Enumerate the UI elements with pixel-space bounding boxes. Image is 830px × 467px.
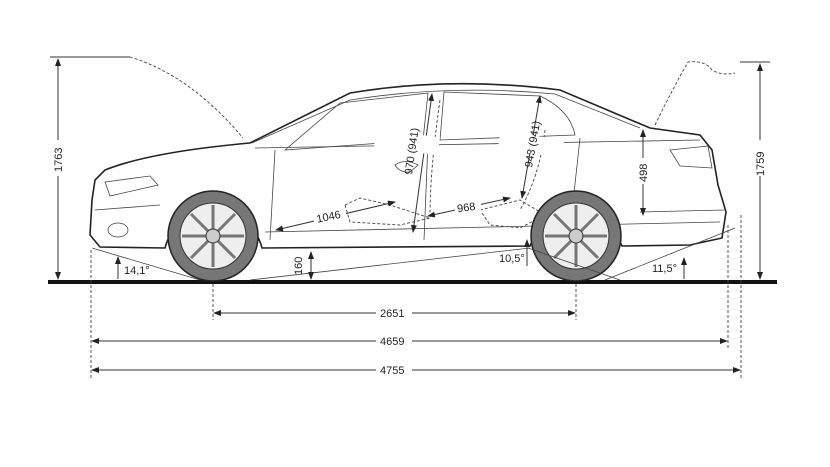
height-front-dimension: 1763 [50, 56, 130, 280]
hood-open-outline [129, 56, 244, 139]
ramp-angle-label: 10,5° [499, 253, 525, 265]
rear-wheel [530, 190, 622, 282]
wheelbase-label: 2651 [380, 308, 404, 320]
front-legroom-label: 1046 [315, 209, 341, 226]
trunk-height-label: 498 [638, 164, 650, 182]
overall-length-dimension: 4755 [91, 362, 741, 377]
approach-angle-label: 14,1° [124, 265, 150, 277]
body-length-label: 4659 [380, 336, 404, 348]
height-front-label: 1763 [53, 148, 65, 172]
height-rear-label: 1759 [755, 152, 767, 176]
front-wheel [167, 190, 259, 282]
trunk-open-outline [654, 61, 736, 126]
height-rear-dimension: 1759 [740, 61, 770, 280]
body-length-dimension: 4659 [91, 333, 728, 348]
overall-length-label: 4755 [380, 365, 404, 377]
angle-lines [91, 227, 736, 281]
departure-angle-label: 11,5° [652, 263, 677, 275]
wheelbase-dimension: 2651 [213, 305, 576, 320]
rear-legroom-label: 968 [456, 201, 476, 215]
ground-clearance-label: 160 [293, 257, 305, 275]
